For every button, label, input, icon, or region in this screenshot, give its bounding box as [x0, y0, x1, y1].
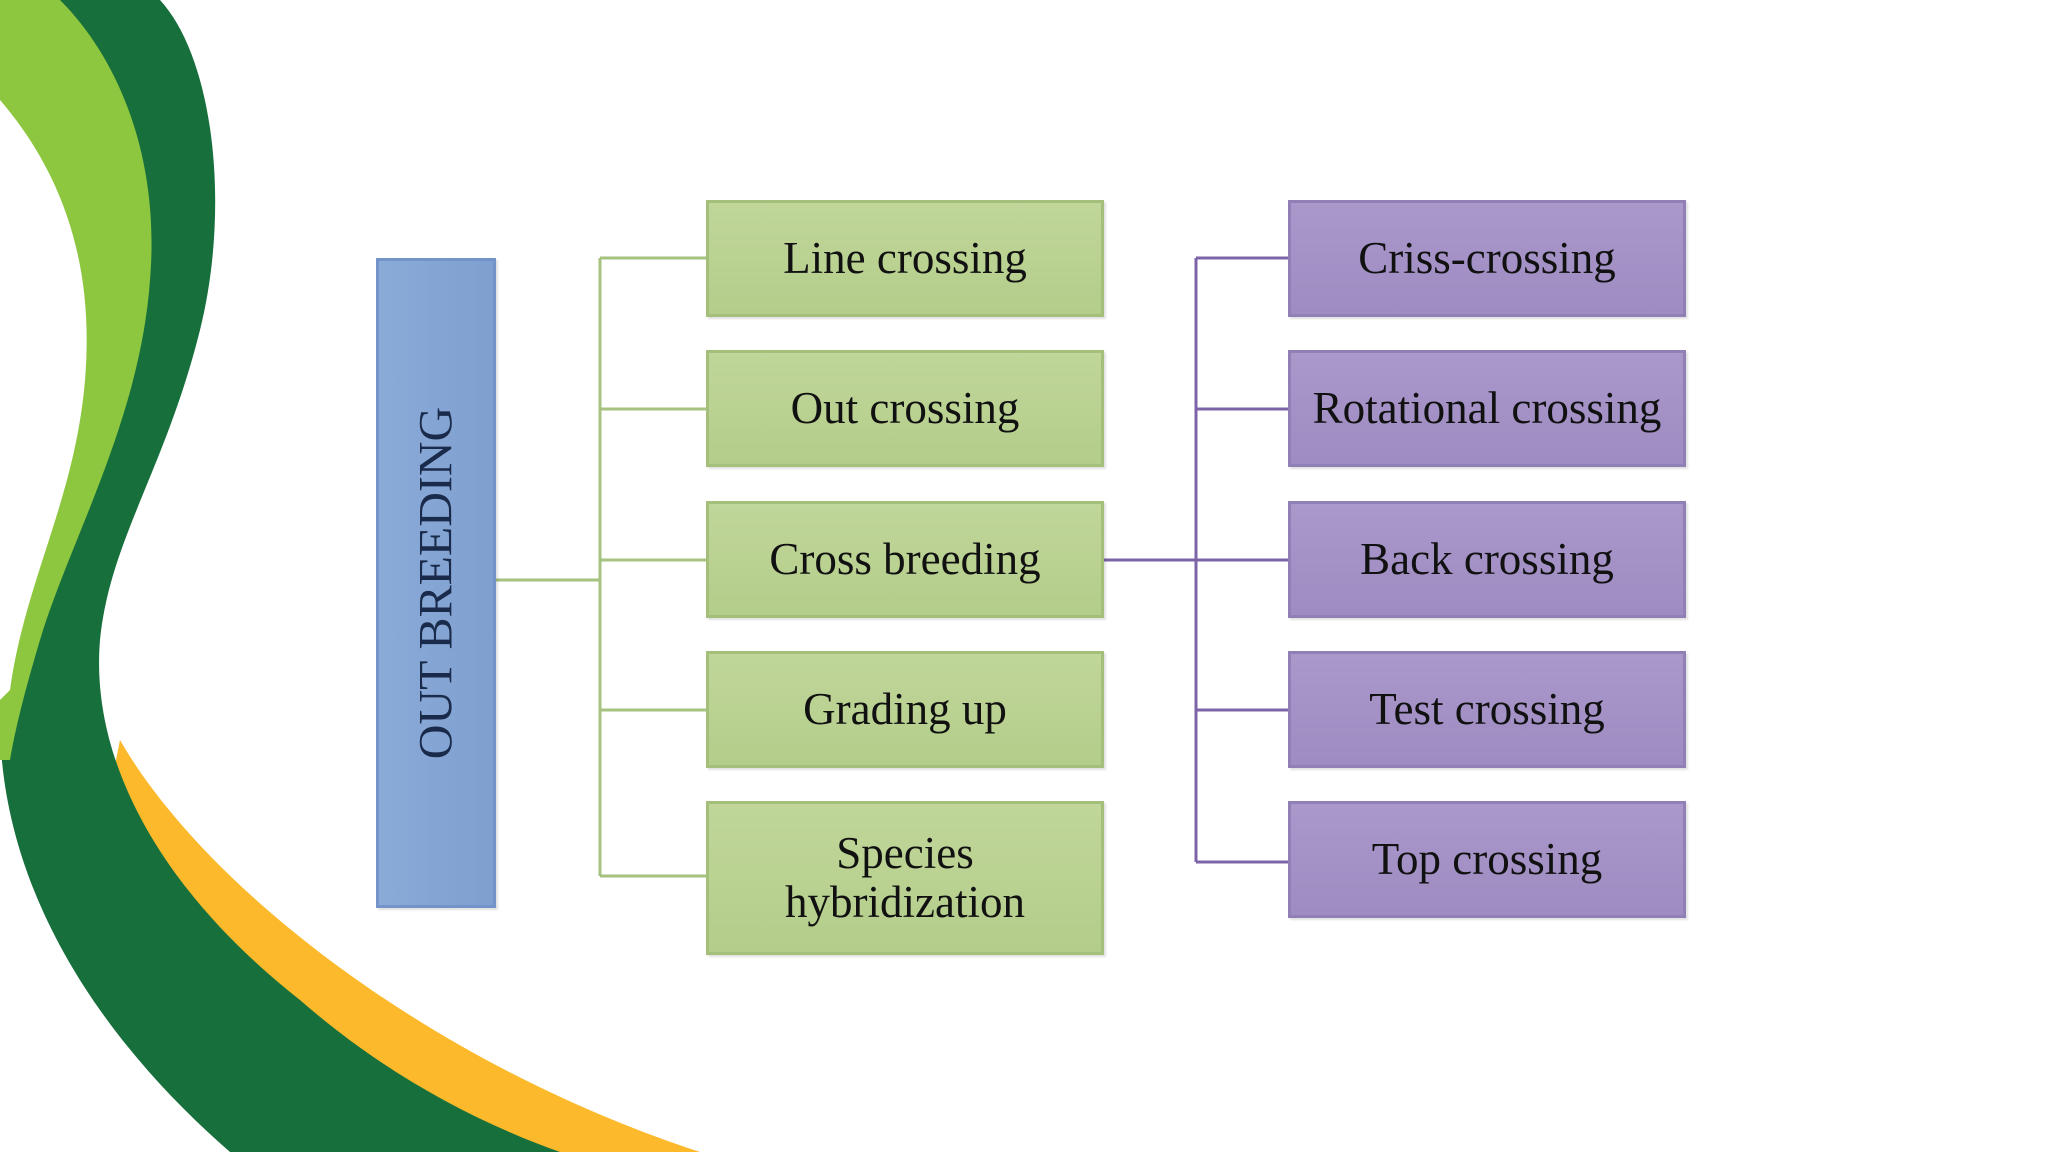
root-node-label: OUT BREEDING: [409, 406, 463, 760]
node-grading-up: Grading up: [706, 651, 1104, 768]
node-rotational-crossing: Rotational crossing: [1288, 350, 1686, 467]
node-top-crossing: Top crossing: [1288, 801, 1686, 918]
root-node-out-breeding: OUT BREEDING: [376, 258, 496, 908]
node-line-crossing: Line crossing: [706, 200, 1104, 317]
node-back-crossing: Back crossing: [1288, 501, 1686, 618]
node-test-crossing: Test crossing: [1288, 651, 1686, 768]
node-species-hybridization: Species hybridization: [706, 801, 1104, 955]
node-out-crossing: Out crossing: [706, 350, 1104, 467]
node-criss-crossing: Criss-crossing: [1288, 200, 1686, 317]
swoosh-white: [0, 100, 87, 700]
node-cross-breeding: Cross breeding: [706, 501, 1104, 618]
